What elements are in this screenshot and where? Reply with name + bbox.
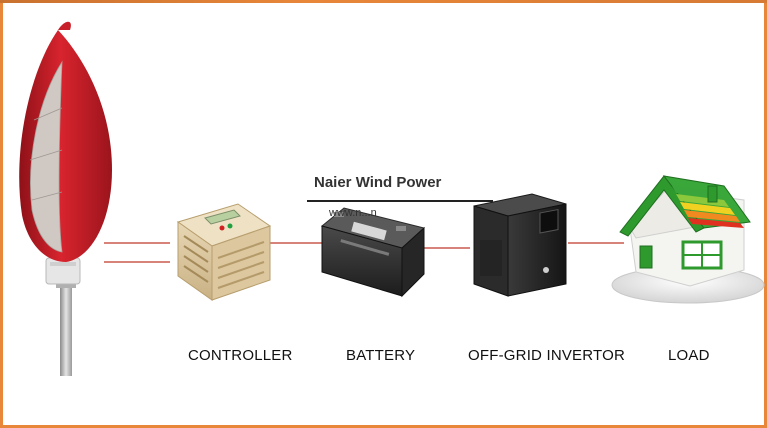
turbine-hub [45,257,81,285]
watermark-underline [307,200,493,202]
watermark-url: www.n...n [329,207,377,219]
wires [104,242,624,263]
label-controller: CONTROLLER [188,347,293,364]
house-door [639,245,653,269]
label-battery: BATTERY [346,347,416,364]
top-border-strip [0,0,767,3]
label-inverter: OFF-GRID INVERTOR [468,347,626,364]
turbine-blade-grey [30,60,63,253]
label-load: LOAD [668,347,710,364]
wind-turbine-icon [19,21,112,376]
inverter-icon [473,193,567,297]
controller-icon [176,203,272,301]
turbine-pole [60,268,72,376]
battery-icon [320,207,426,298]
watermark-brand: Naier Wind Power [314,174,442,191]
house-icon [611,175,765,304]
